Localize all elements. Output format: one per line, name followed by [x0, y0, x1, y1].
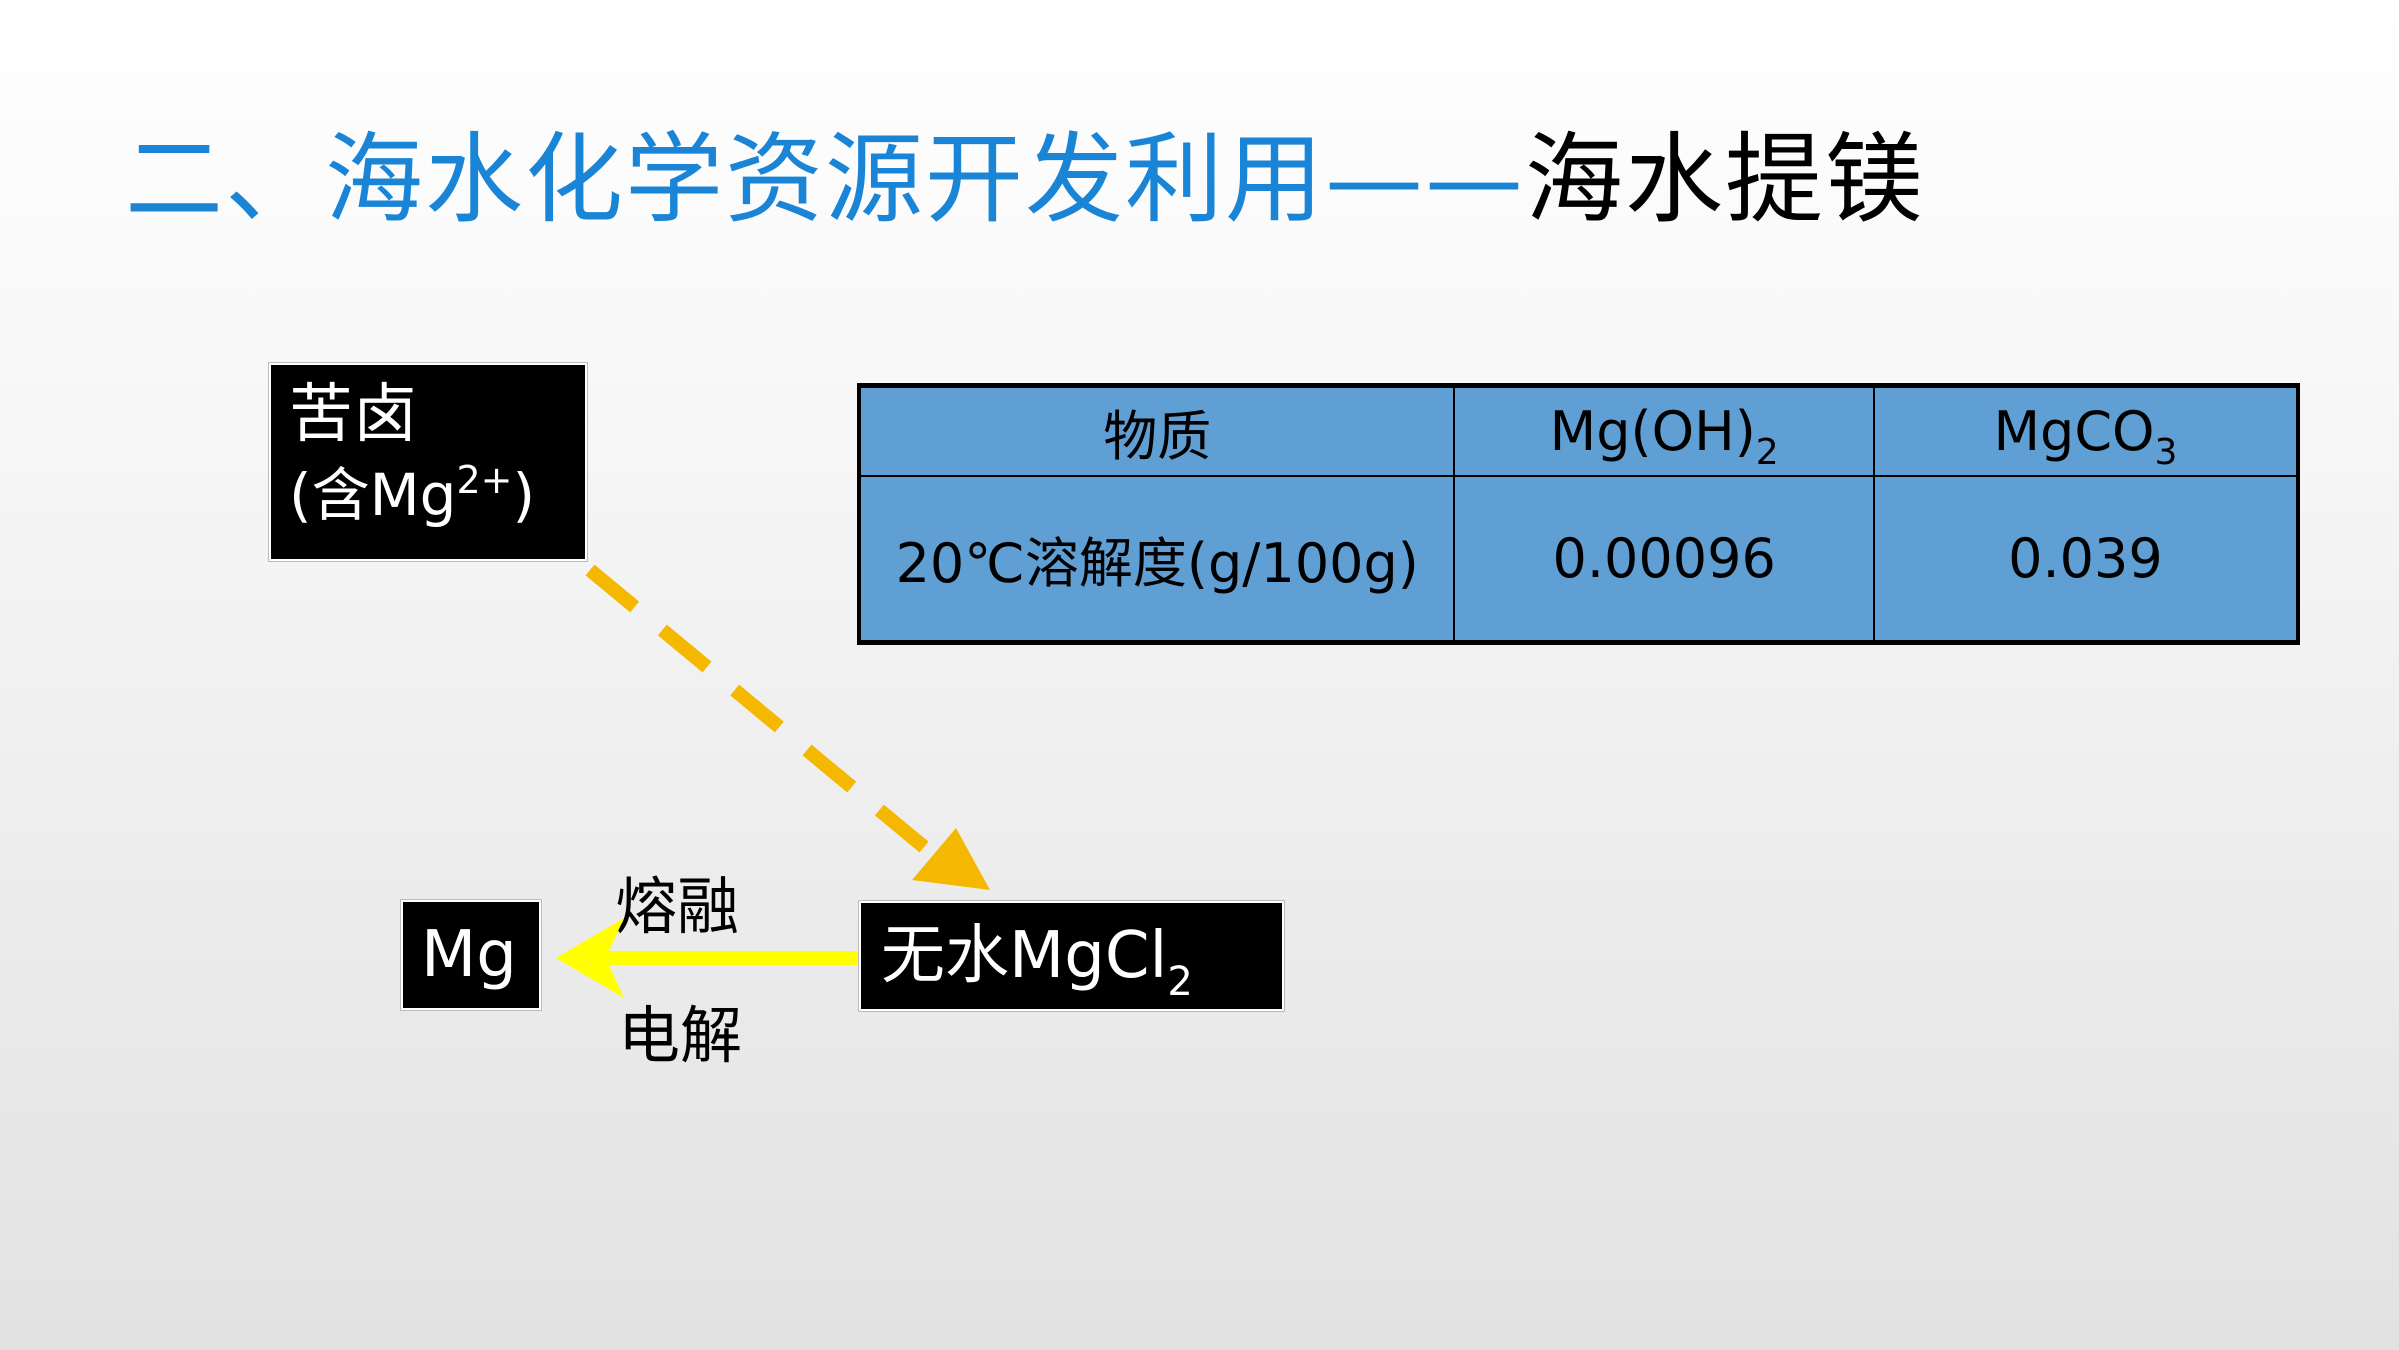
mg-label: Mg — [421, 918, 517, 992]
magnesium-box: Mg — [401, 900, 541, 1010]
bittern-note-close: ) — [512, 461, 536, 529]
condition-molten: 熔融 — [615, 870, 740, 943]
value-mgco3: 0.039 — [1872, 475, 2300, 644]
mgcl2-text: 无水MgCl — [881, 919, 1168, 993]
header-mgco3-text: MgCO — [1993, 400, 2155, 464]
solubility-table: 物质 Mg(OH)2 MgCO3 20℃溶解度(g/100g) 0.00096 … — [857, 383, 2300, 645]
value-mg-oh2: 0.00096 — [1453, 475, 1875, 644]
title-section: 二、海水化学资源开发利用—— — [125, 123, 1526, 237]
mgcl2-subscript: 2 — [1167, 959, 1193, 1005]
header-substance: 物质 — [857, 384, 1456, 478]
bittern-note-text: (含Mg — [289, 461, 457, 529]
dashed-arrowhead-icon — [912, 828, 990, 890]
header-mg-oh2-sub: 2 — [1755, 432, 1779, 474]
bittern-note: (含Mg2+) — [289, 453, 567, 537]
charge-superscript: 2+ — [456, 458, 513, 502]
table-row: 20℃溶解度(g/100g) 0.00096 0.039 — [857, 475, 2300, 644]
header-mgco3-sub: 3 — [2154, 432, 2178, 474]
header-mg-oh2: Mg(OH)2 — [1453, 384, 1875, 478]
bittern-box: 苦卤 (含Mg2+) — [269, 363, 587, 561]
mgcl2-label: 无水MgCl2 — [881, 919, 1193, 1002]
header-mg-oh2-text: Mg(OH) — [1549, 400, 1756, 464]
condition-electrolysis: 电解 — [618, 999, 743, 1072]
table-header-row: 物质 Mg(OH)2 MgCO3 — [857, 384, 2300, 478]
row-label-solubility: 20℃溶解度(g/100g) — [857, 475, 1456, 644]
header-mgco3: MgCO3 — [1872, 384, 2300, 478]
slide-title: 二、海水化学资源开发利用——海水提镁 — [125, 120, 1925, 240]
solid-arrowhead-icon — [556, 918, 624, 998]
dashed-arrow-line — [585, 564, 935, 858]
anhydrous-mgcl2-box: 无水MgCl2 — [859, 901, 1284, 1011]
title-topic: 海水提镁 — [1525, 123, 1926, 237]
bittern-label: 苦卤 — [289, 378, 417, 452]
